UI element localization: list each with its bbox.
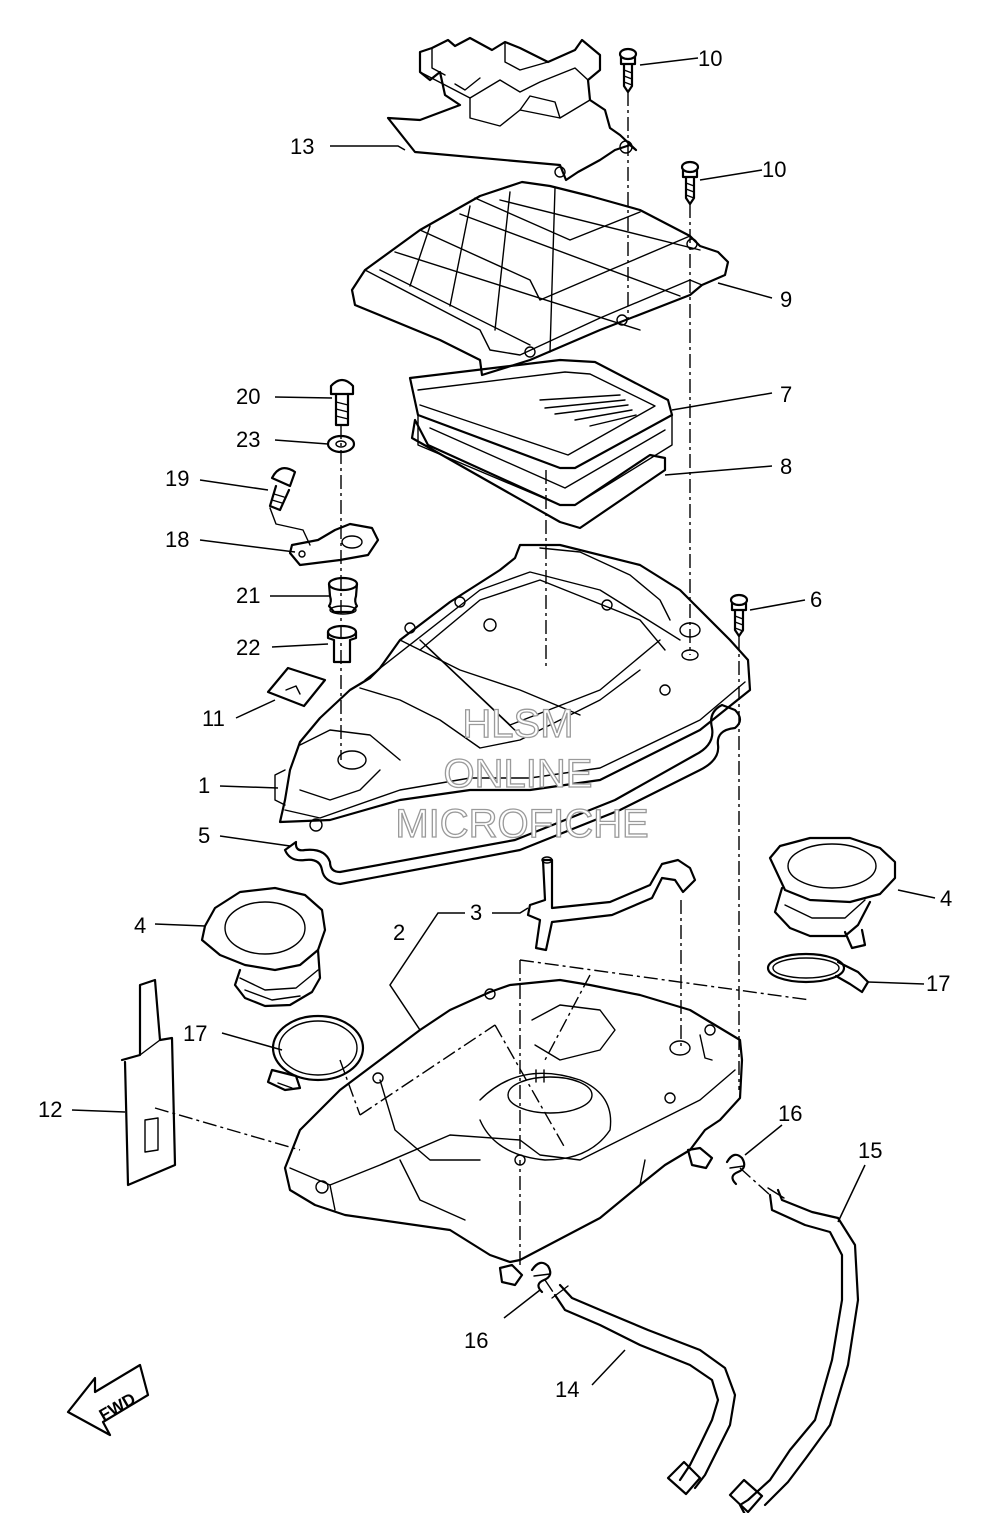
callout-4b: 4 [940,886,952,911]
callout-12: 12 [38,1097,62,1122]
callout-8: 8 [780,454,792,479]
callout-10b: 10 [762,157,786,182]
case-part-1 [274,543,752,832]
alignment-lines [154,92,811,1296]
callout-14: 14 [555,1377,579,1402]
callout-2: 2 [393,920,405,945]
callout-4a: 4 [134,913,146,938]
callout-21: 21 [236,583,260,608]
callout-16b: 16 [464,1328,488,1353]
bracket-part-13 [386,36,638,182]
screw-part-6 [729,593,749,638]
callout-19: 19 [165,466,189,491]
clamp-part-17b [766,952,870,994]
clip-part-16a [725,1153,746,1186]
callout-13: 13 [290,134,314,159]
watermark-line-1: HLSM [462,702,573,746]
callout-15: 15 [858,1138,882,1163]
callout-22: 22 [236,635,260,660]
hose-part-3 [526,856,697,952]
callout-23: 23 [236,427,260,452]
callout-20: 20 [236,384,260,409]
hose-part-15 [728,1187,860,1513]
cover-part-9 [350,180,730,377]
leader-lines [71,57,936,1386]
label-part-11 [266,666,327,708]
joint-part-4a [200,886,327,1008]
bolt-part-20 [329,378,355,427]
plate-part-12 [120,978,177,1187]
callout-3: 3 [470,900,482,925]
case-part-2 [283,978,744,1287]
callout-17b: 17 [926,971,950,996]
clip-part-16b [530,1261,552,1294]
callout-10a: 10 [698,46,722,71]
callout-7: 7 [780,382,792,407]
screw-part-10a [618,47,638,94]
forward-direction-arrow: FWD [66,1363,150,1437]
callout-5: 5 [198,823,210,848]
callout-1: 1 [198,773,210,798]
clamp-part-17a [266,1014,365,1092]
hose-part-14 [551,1283,737,1496]
grommet-part-21 [327,576,359,615]
joint-part-4b [768,836,897,950]
watermark-line-2: ONLINE [444,752,593,796]
callout-labels: 10 13 10 9 7 20 23 8 19 18 21 6 22 11 1 … [38,46,952,1402]
callout-18: 18 [165,527,189,552]
callout-11: 11 [202,706,225,731]
callout-6: 6 [810,587,822,612]
callout-17a: 17 [183,1021,207,1046]
callout-9: 9 [780,287,792,312]
screw-part-10b [680,160,700,206]
fwd-label: FWD [96,1389,139,1425]
seal-part-8 [410,418,667,530]
plate-part-18 [269,507,380,567]
filter-element-part-7 [408,358,674,506]
watermark: HLSM ONLINE MICROFICHE [395,701,650,846]
callout-16a: 16 [778,1101,802,1126]
watermark-line-3: MICROFICHE [395,802,648,846]
bolt-part-19 [268,467,297,512]
collar-part-22 [326,624,358,664]
